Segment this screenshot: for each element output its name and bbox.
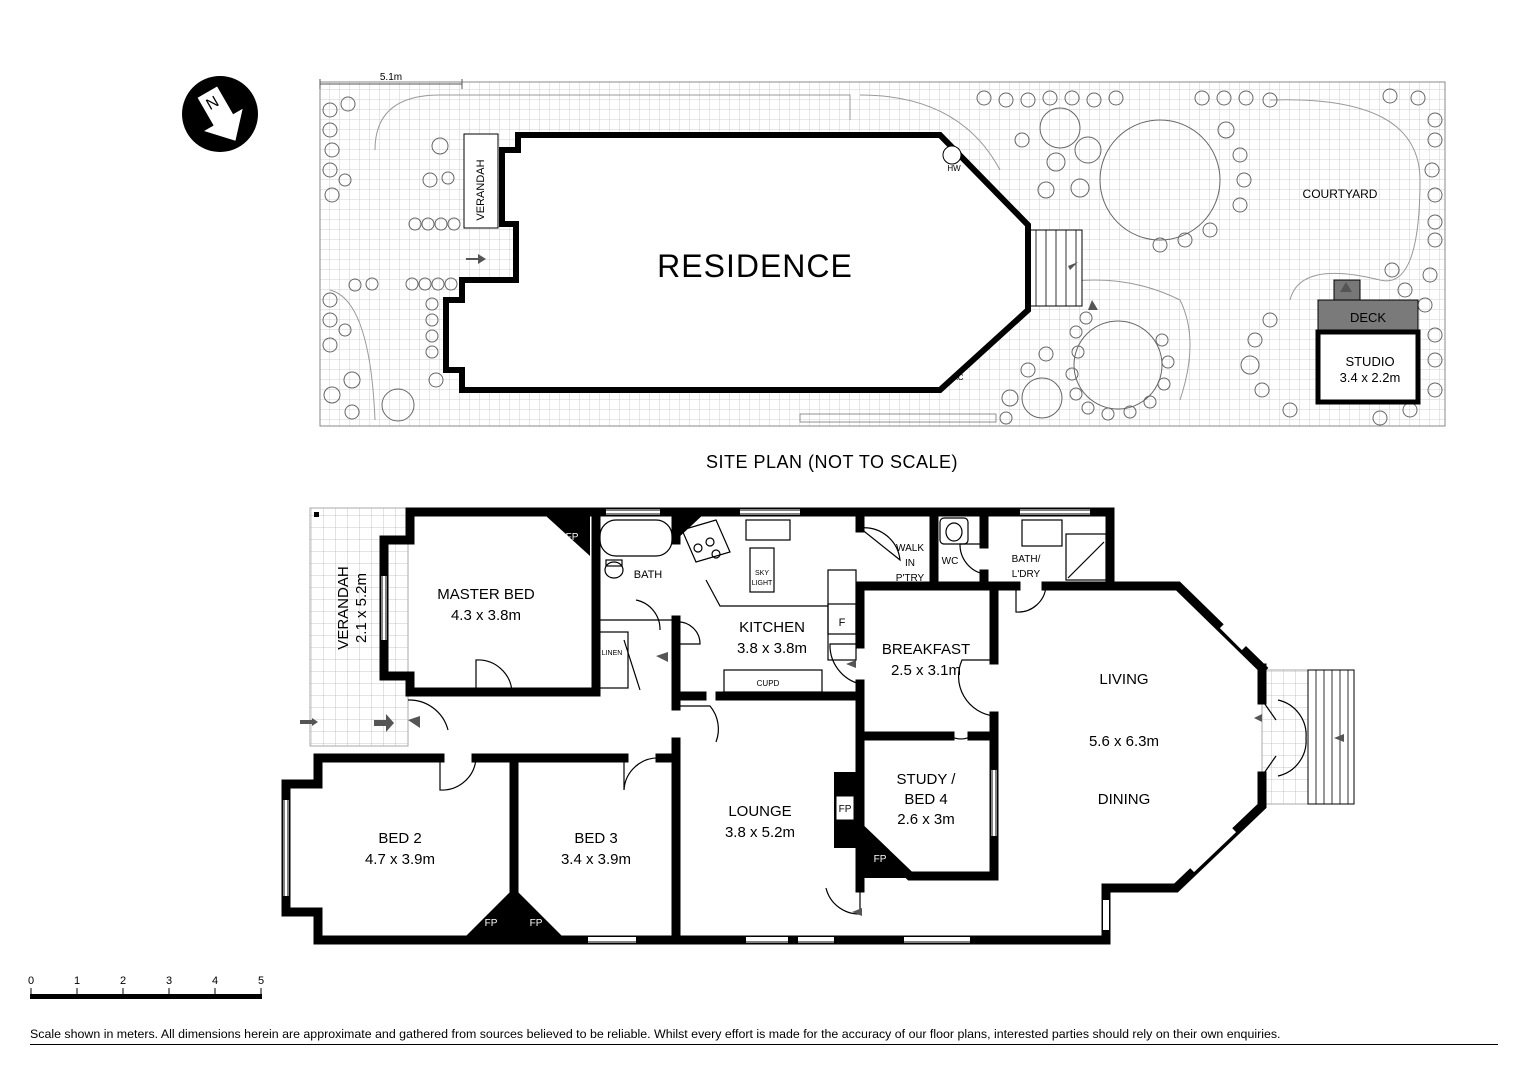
disclaimer-rule — [30, 1044, 1498, 1045]
living-name: LIVING — [1099, 671, 1148, 688]
study-name-2: BED 4 — [904, 791, 947, 808]
scale-tick-2: 2 — [120, 975, 126, 987]
bed3-size: 3.4 x 3.9m — [561, 851, 631, 868]
walk-in-label-2: IN — [905, 558, 915, 569]
study-name: STUDY / — [897, 771, 957, 788]
lounge-name: LOUNGE — [728, 803, 791, 820]
living-size: 5.6 x 6.3m — [1089, 733, 1159, 750]
ac-label: AC — [952, 373, 963, 382]
fp-label-bed2: FP — [485, 918, 498, 929]
fp-label-master: FP — [566, 532, 579, 543]
bed3-name: BED 3 — [574, 830, 617, 847]
studio-size-label: 3.4 x 2.2m — [1340, 370, 1401, 385]
fp-label-study: FP — [874, 854, 887, 865]
verandah-name-label: VERANDAH — [335, 566, 352, 649]
sky-light-label-2: LIGHT — [752, 580, 773, 587]
hw-label: HW — [947, 164, 961, 173]
master-bed-size: 4.3 x 3.8m — [451, 607, 521, 624]
fridge-label: F — [839, 617, 846, 629]
courtyard-label: COURTYARD — [1303, 187, 1378, 201]
cupd-label: CUPD — [757, 679, 780, 688]
site-dimension-label: 5.1m — [380, 72, 402, 83]
north-compass-icon: N — [182, 76, 258, 152]
verandah-size-label: 2.1 x 5.2m — [353, 573, 370, 643]
scale-tick-5: 5 — [258, 975, 264, 987]
walk-in-label-1: WALK — [896, 543, 924, 554]
residence-label: RESIDENCE — [657, 248, 853, 284]
fp-label-lounge: FP — [839, 804, 852, 815]
bed2-size: 4.7 x 3.9m — [365, 851, 435, 868]
walk-in-label-3: P'TRY — [896, 573, 925, 584]
linen-label: LINEN — [602, 650, 623, 657]
site-verandah-label: VERANDAH — [475, 159, 487, 220]
kitchen-size: 3.8 x 3.8m — [737, 640, 807, 657]
bath-label: BATH — [634, 569, 663, 581]
dining-name: DINING — [1098, 791, 1151, 808]
breakfast-name: BREAKFAST — [882, 641, 970, 658]
breakfast-size: 2.5 x 3.1m — [891, 662, 961, 679]
studio-name-label: STUDIO — [1345, 354, 1394, 369]
disclaimer-text: Scale shown in meters. All dimensions he… — [30, 1027, 1281, 1041]
bed2-name: BED 2 — [378, 830, 421, 847]
fp-label-bed3: FP — [530, 918, 543, 929]
bath-laundry-label-2: L'DRY — [1012, 569, 1041, 580]
lounge-size: 3.8 x 5.2m — [725, 824, 795, 841]
scale-tick-3: 3 — [166, 975, 172, 987]
site-plan-caption: SITE PLAN (NOT TO SCALE) — [705, 452, 959, 472]
sky-light-label-1: SKY — [755, 570, 769, 577]
wc-label: WC — [942, 556, 959, 567]
deck-label: DECK — [1350, 310, 1386, 325]
scale-tick-1: 1 — [74, 975, 80, 987]
bath-laundry-label-1: BATH/ — [1012, 554, 1041, 565]
scale-tick-0: 0 — [28, 975, 34, 987]
scale-bar: 0 1 2 3 4 5 — [28, 975, 264, 999]
scale-tick-4: 4 — [212, 975, 218, 987]
study-size: 2.6 x 3m — [897, 811, 955, 828]
residence-outline — [443, 132, 1031, 393]
kitchen-name: KITCHEN — [739, 619, 805, 636]
master-bed-name: MASTER BED — [437, 586, 535, 603]
site-plan: 5.1m — [319, 72, 1446, 427]
floor-plan: VERANDAH 2.1 x 5.2m — [281, 507, 1355, 945]
